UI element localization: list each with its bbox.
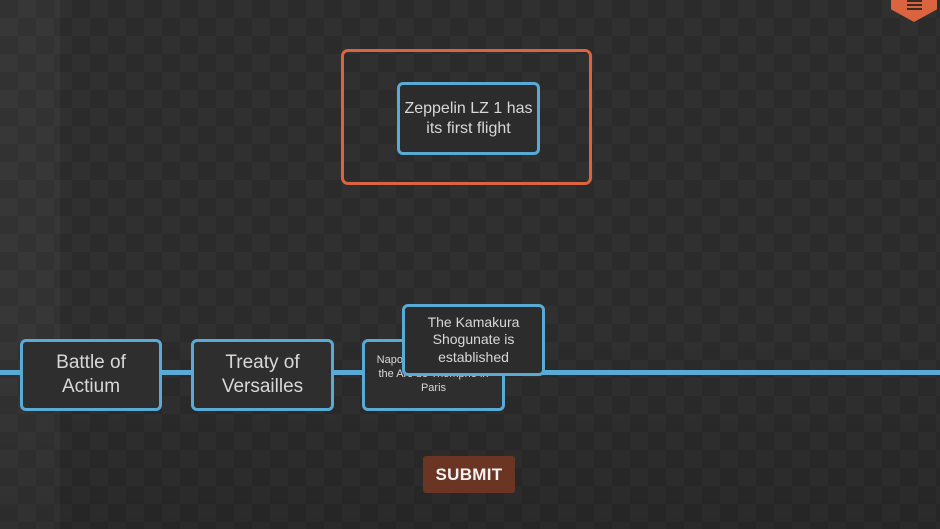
timeline-card-label: Battle of Actium bbox=[56, 352, 126, 397]
timeline-card-label: Treaty of Versailles bbox=[221, 352, 304, 397]
current-event-card[interactable]: Zeppelin LZ 1 has its first flight bbox=[397, 82, 540, 155]
submit-label: SUBMIT bbox=[435, 464, 503, 484]
current-event-drop-zone bbox=[341, 49, 592, 185]
left-background-panel bbox=[0, 0, 60, 529]
menu-button[interactable] bbox=[891, 0, 937, 22]
hamburger-menu-icon bbox=[907, 0, 922, 10]
current-event-label: Zeppelin LZ 1 has its first flight bbox=[404, 99, 533, 137]
timeline-card-treaty-of-versailles[interactable]: Treaty of Versailles bbox=[191, 339, 334, 411]
timeline-card-label: The Kamakura Shogunate is established bbox=[427, 313, 520, 365]
timeline-card-kamakura-shogunate[interactable]: The Kamakura Shogunate is established bbox=[402, 304, 545, 376]
timeline-card-battle-of-actium[interactable]: Battle of Actium bbox=[20, 339, 162, 411]
submit-button[interactable]: SUBMIT bbox=[423, 456, 515, 493]
